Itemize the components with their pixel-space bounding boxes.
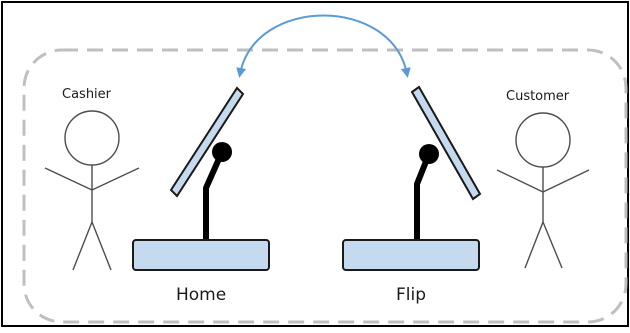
home-terminal-pivot bbox=[212, 142, 232, 162]
customer-label: Customer bbox=[506, 89, 570, 104]
cashier-figure-icon bbox=[44, 110, 140, 271]
home-terminal bbox=[132, 86, 270, 271]
outer-border bbox=[1, 1, 629, 327]
flip-label: Flip bbox=[396, 285, 426, 305]
home-label: Home bbox=[176, 285, 226, 305]
flip-terminal-pivot bbox=[419, 144, 439, 164]
swap-arrow-icon bbox=[236, 14, 411, 78]
flip-terminal-screen bbox=[410, 85, 482, 201]
dashed-region bbox=[22, 48, 628, 324]
home-terminal-base bbox=[132, 239, 270, 271]
home-terminal-screen bbox=[169, 86, 245, 198]
flip-terminal-stand bbox=[414, 152, 432, 240]
cashier-label: Cashier bbox=[62, 87, 112, 102]
customer-figure-icon bbox=[496, 112, 590, 269]
home-terminal-stand bbox=[203, 150, 225, 240]
flip-terminal bbox=[342, 85, 482, 271]
flip-terminal-base bbox=[342, 239, 480, 271]
